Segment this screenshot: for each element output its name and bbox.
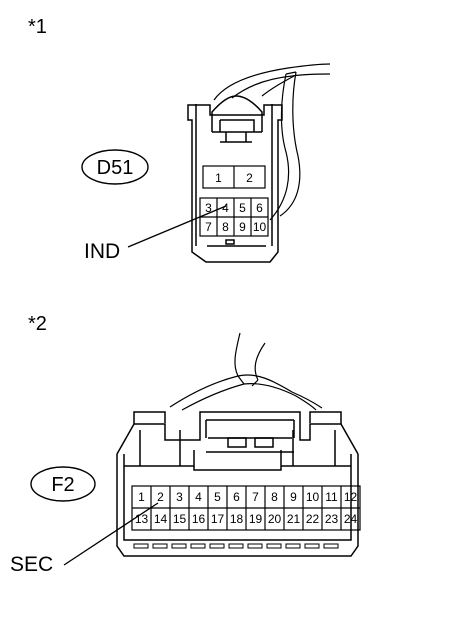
d51-pin-labels: 1 2 3 4 5 6 7 8 9 10	[205, 171, 266, 234]
f2-pin-label: 10	[306, 490, 320, 504]
figure-2: *2	[10, 313, 361, 576]
f2-pin-label: 17	[211, 512, 225, 526]
d51-pin-label: 4	[222, 201, 229, 215]
d51-pin-label: 6	[256, 201, 263, 215]
d51-pin-label: 8	[222, 220, 229, 234]
f2-pin-label: 1	[138, 490, 145, 504]
f2-pin-label: 14	[154, 512, 168, 526]
f2-pin-label: 20	[268, 512, 282, 526]
f2-wire-harness	[169, 332, 323, 411]
f2-pin-label: 4	[195, 490, 202, 504]
f2-pin-label: 7	[252, 490, 259, 504]
f2-pin-grid	[131, 485, 361, 531]
d51-connector-label: D51	[97, 157, 134, 179]
d51-pin-label: 2	[246, 171, 253, 185]
d51-pin-label: 7	[205, 220, 212, 234]
f2-pin-label: 18	[230, 512, 244, 526]
d51-pin-label: 1	[215, 171, 222, 185]
f2-pin-label: 21	[287, 512, 301, 526]
sec-leader-line	[63, 502, 159, 566]
f2-pin-label: 3	[176, 490, 183, 504]
d51-connector-badge: D51	[81, 149, 149, 185]
sec-terminal-label: SEC	[10, 553, 53, 576]
f2-pin-label: 11	[325, 490, 338, 504]
f2-connector-label: F2	[51, 474, 74, 496]
ind-terminal-label: IND	[84, 240, 120, 263]
d51-wire-harness	[213, 63, 331, 221]
d51-pin-label: 3	[205, 201, 212, 215]
f2-pin-label: 24	[344, 512, 358, 526]
d51-connector-body	[187, 95, 283, 263]
f2-pin-label: 9	[290, 490, 297, 504]
d51-pin-label: 10	[253, 220, 267, 234]
f2-pin-label: 12	[344, 490, 358, 504]
f2-pin-label: 16	[192, 512, 206, 526]
d51-pin-label: 9	[239, 220, 246, 234]
f2-pin-label: 15	[173, 512, 187, 526]
f2-pin-label: 2	[157, 490, 164, 504]
ind-leader-line	[127, 205, 227, 248]
f2-bottom-latches	[133, 543, 339, 549]
f2-connector-badge: F2	[30, 466, 96, 502]
f2-pin-label: 6	[233, 490, 240, 504]
f2-pin-label: 23	[325, 512, 339, 526]
figure-1-note: *1	[28, 16, 47, 38]
f2-pin-label: 5	[214, 490, 221, 504]
f2-connector-body	[116, 411, 359, 557]
f2-pin-label: 22	[306, 512, 320, 526]
d51-pin-label: 5	[239, 201, 246, 215]
f2-pin-labels: 1 2 3 4 5 6 7 8 9 10 11 12 13 14 15 16 1…	[135, 490, 358, 526]
figure-2-note: *2	[28, 313, 47, 335]
f2-pin-label: 19	[249, 512, 263, 526]
figure-1: *1	[28, 16, 331, 263]
f2-pin-label: 8	[271, 490, 278, 504]
